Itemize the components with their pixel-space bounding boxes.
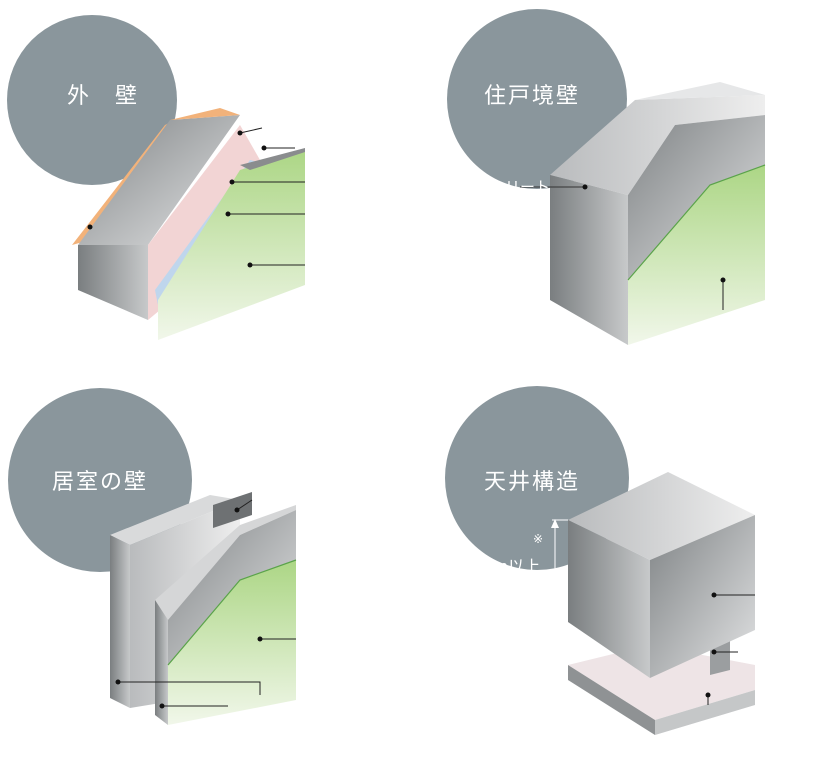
panel-title-room-wall: 居室の壁	[52, 470, 149, 495]
party-wall-block	[550, 82, 766, 345]
panel-title-exterior-wall: 外 壁	[67, 84, 140, 109]
ceiling-height-fragment: mm以上	[477, 557, 541, 576]
room-wall-block	[110, 492, 297, 725]
panel-title-ceiling: 天井構造	[484, 470, 581, 495]
panel-title-party-wall: 住戸境壁	[484, 84, 581, 109]
exterior-wall-block	[72, 108, 305, 340]
ceiling-block	[568, 472, 755, 735]
ceiling-note-mark: ※	[533, 532, 544, 546]
panel-circle-party	[447, 9, 627, 189]
panel-circle-exterior	[7, 15, 177, 185]
exterior-leader-lines	[228, 127, 305, 266]
party-wall-label-fragment: ンクリート	[475, 178, 551, 196]
